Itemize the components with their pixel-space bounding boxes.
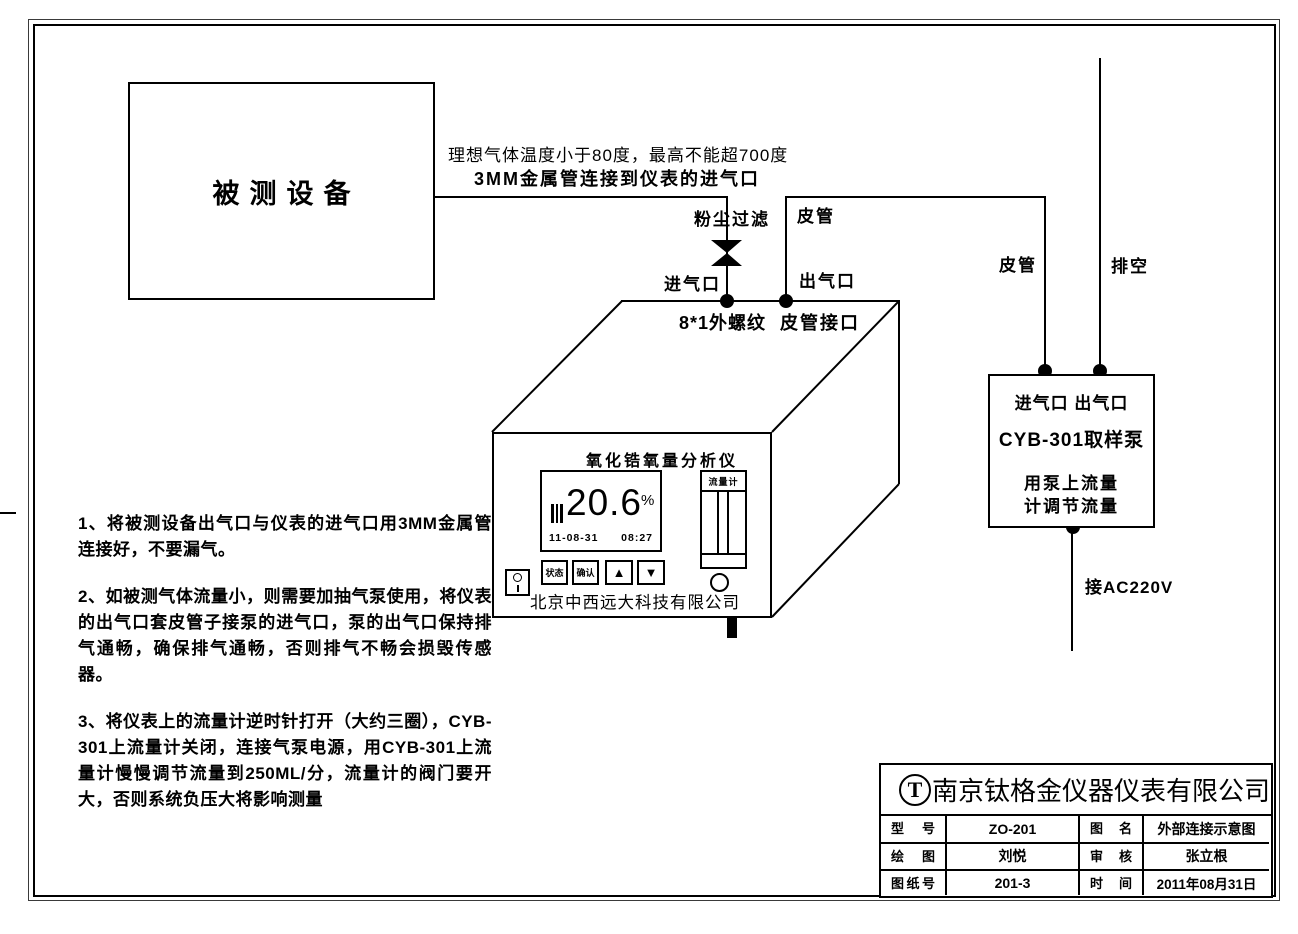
field-date-label: 时间 [1078,868,1142,895]
instruction-step-2: 2、如被测气体流量小，则需要加抽气泵使用，将仪表的出气口套皮管子接泵的进气口，泵… [78,587,492,684]
field-sheet-no-label: 图纸号 [881,868,945,895]
flowmeter-tube [702,492,745,555]
field-drawing-name-label: 图名 [1078,816,1142,843]
label-ac-power: 接AC220V [1085,578,1174,597]
power-switch [505,569,530,596]
field-model-label: 型号 [891,821,935,836]
flowmeter-label: 流量计 [702,472,745,492]
up-arrow-button: ▲ [605,560,633,585]
field-reviewed-by-value: 张立根 [1142,842,1269,869]
field-drawing-name-value: 外部连接示意图 [1142,816,1269,843]
analyzer-title: 氧化锆氧量分析仪 [585,453,738,470]
note-metal-tube: 3MM金属管连接到仪表的进气口 [474,169,760,189]
dust-filter-valve-icon [711,240,742,253]
note-temperature: 理想气体温度小于80度，最高不能超700度 [448,146,789,165]
flowmeter: 流量计 [700,470,747,569]
analyzer-box-edge [491,300,623,433]
field-sheet-no-value: 201-3 [945,868,1078,895]
pump-note-line2: 计调节流量 [1024,497,1119,516]
inlet-connection-dot [720,294,734,308]
field-drawn-by-label: 绘图 [881,842,945,868]
pump-name-label: CYB-301取样泵 [998,430,1145,451]
title-block-header: T 南京钛格金仪器仪表有限公司 [881,765,1271,816]
oxygen-value: 20.6 [566,482,643,523]
oxygen-unit: % [641,492,655,509]
label-thread: 8*1外螺纹 [679,313,767,333]
label-outlet-port: 出气口 [799,272,856,291]
label-hose-right: 皮管 [999,256,1037,275]
device-under-test-box: 被测设备 [128,82,435,300]
power-on-symbol [516,584,519,592]
analyzer-foot-tab [727,618,737,638]
instructions-text: 1、将被测设备出气口与仪表的进气口用3MM金属管连接好，不要漏气。 2、如被测气… [78,511,492,834]
analyzer-box-edge [771,300,900,433]
field-reviewed-by-label: 审核 [1078,842,1142,869]
sampling-pump-box: 进气口 出气口 CYB-301取样泵 用泵上流量 计调节流量 [988,374,1155,528]
pump-note-line1: 用泵上流量 [1024,474,1119,493]
title-block: T 南京钛格金仪器仪表有限公司 型号 ZO-201 图名 外部连接示意图 绘图 … [879,763,1273,898]
instruction-step-1: 1、将被测设备出气口与仪表的进气口用3MM金属管连接好，不要漏气。 [78,514,492,559]
outlet-connection-dot [779,294,793,308]
label-dust-filter: 粉尘过滤 [694,210,770,229]
signal-bars-icon [551,504,563,523]
company-name: 南京钛格金仪器仪表有限公司 [931,776,1270,806]
pump-ports-label: 进气口 出气口 [1014,394,1129,413]
label-exhaust: 排空 [1111,257,1149,276]
display-date: 11-08-31 [549,532,599,544]
label-hose-port: 皮管接口 [780,313,860,333]
down-arrow-button: ▼ [637,560,665,585]
field-drawn-by-value: 刘悦 [945,842,1078,869]
display-time: 08:27 [621,532,653,544]
device-under-test-label: 被测设备 [212,178,361,209]
power-off-symbol [513,573,522,583]
instruction-step-3: 3、将仪表上的流量计逆时针打开（大约三圈），CYB-301上流量计关闭，连接气泵… [78,712,492,809]
analyzer-box-edge [771,483,900,618]
drawing-frame-inner [33,24,1276,897]
label-hose-top: 皮管 [797,207,835,226]
flowmeter-knob [710,573,729,592]
field-model-value: ZO-201 [945,816,1078,843]
field-date-value: 2011年08月31日 [1142,868,1269,895]
confirm-button: 确认 [572,560,599,585]
status-button: 状态 [541,560,568,585]
dust-filter-valve-icon [711,253,742,266]
analyzer-display: 20.6 % 11-08-31 08:27 [540,470,662,552]
analyzer-front-panel: 氧化锆氧量分析仪 20.6 % 11-08-31 08:27 流量计 状态 确认… [492,432,772,618]
title-block-table: 型号 ZO-201 图名 外部连接示意图 绘图 刘悦 审核 张立根 图纸号 20… [881,816,1271,895]
label-inlet-port: 进气口 [664,275,721,294]
drawing-frame-outer [28,19,1280,901]
company-logo-icon: T [899,773,931,806]
manufacturer-label: 北京中西远大科技有限公司 [530,594,740,612]
